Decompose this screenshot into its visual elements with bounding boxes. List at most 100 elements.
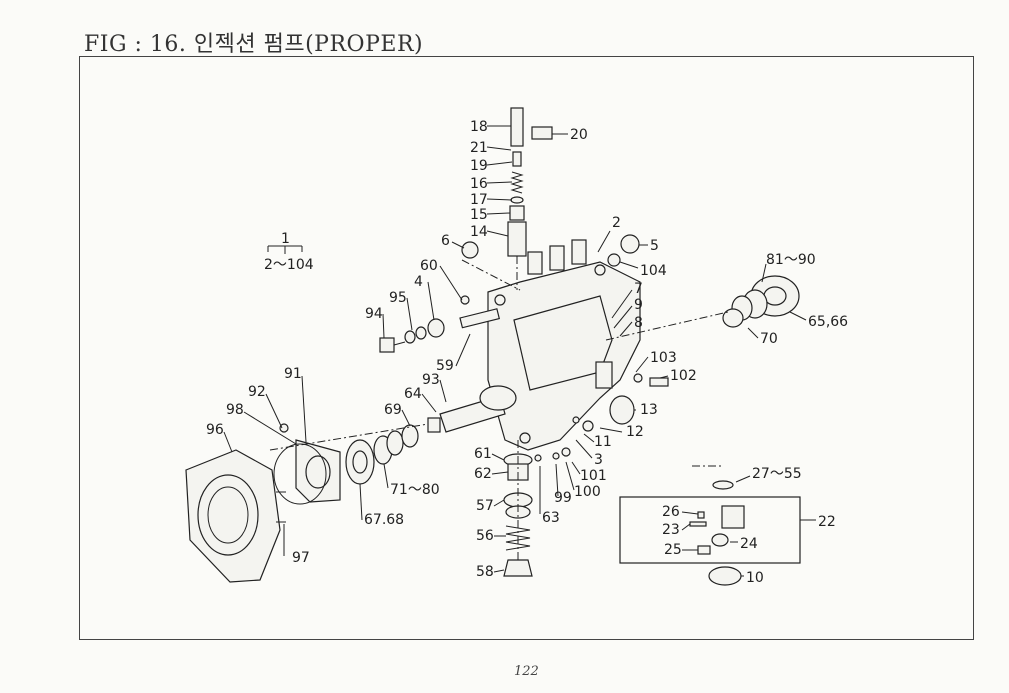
callout-label: 61	[474, 446, 492, 462]
assembly-number: 1	[281, 231, 290, 247]
callout-label: 67.68	[364, 512, 404, 528]
callout-leader-line	[613, 305, 633, 329]
callout-label: 100	[574, 484, 601, 500]
callout-leader-line	[735, 475, 751, 483]
callout-label: 69	[384, 402, 402, 418]
assembly-bracket	[267, 245, 303, 254]
callout-label: 102	[670, 368, 697, 384]
dash-dot-centerlines	[269, 259, 729, 560]
callout-label: 103	[650, 350, 677, 366]
bearing-and-seals	[345, 424, 419, 485]
callout-label: 16	[470, 176, 488, 192]
callout-label: 56	[476, 528, 494, 544]
callout-leader-line	[421, 393, 437, 413]
callout-label: 101	[580, 468, 607, 484]
diagram-frame	[79, 56, 974, 640]
callout-label: 99	[554, 490, 572, 506]
callout-leader-line	[555, 463, 559, 497]
callout-label: 26	[662, 504, 680, 520]
callout-label: 65,66	[808, 314, 848, 330]
callout-leader-line	[243, 411, 297, 445]
callout-label: 13	[640, 402, 658, 418]
callout-leader-line	[565, 461, 575, 491]
callout-leader-line	[439, 265, 463, 301]
callout-leader-line	[406, 297, 413, 331]
delivery-valve-stack	[507, 107, 527, 290]
callout-leader-line	[382, 313, 385, 339]
callout-leader-line	[575, 439, 593, 459]
callout-label: 7	[634, 281, 643, 297]
callout-leader-line	[599, 427, 623, 433]
callout-label: 58	[476, 564, 494, 580]
parts-kit-22-box	[619, 480, 801, 586]
page-number: 122	[514, 664, 539, 679]
callout-label: 2	[612, 215, 621, 231]
callout-leader-line	[383, 463, 389, 489]
callout-label: 71～80	[390, 482, 440, 498]
callout-leader-line	[583, 433, 595, 443]
callout-label: 8	[634, 315, 643, 331]
callout-label: 93	[422, 372, 440, 388]
callout-label: 57	[476, 498, 494, 514]
callout-label: 20	[570, 127, 588, 143]
camshaft	[427, 385, 517, 433]
callout-leader-line	[486, 146, 512, 151]
callout-label: 25	[664, 542, 682, 558]
callout-label: 10	[746, 570, 764, 586]
callout-leader-line	[571, 461, 581, 475]
figure-title: FIG : 16. 인젝션 펌프(PROPER)	[84, 32, 424, 57]
callout-leader-line	[265, 393, 283, 429]
callout-label: 92	[248, 384, 266, 400]
callout-label: 70	[760, 331, 778, 347]
callout-label: 6	[441, 233, 450, 249]
callout-label: 5	[650, 238, 659, 254]
callout-label: 24	[740, 536, 758, 552]
pump-housing	[487, 239, 641, 451]
callout-leader-line	[455, 333, 471, 367]
callout-label: 60	[420, 258, 438, 274]
callout-leader-line	[747, 327, 759, 339]
callout-leader-line	[761, 263, 767, 283]
callout-label: 15	[470, 207, 488, 223]
callout-leader-line	[493, 569, 505, 573]
callout-label: 4	[414, 274, 423, 290]
callout-leader-line	[486, 230, 509, 237]
callout-leader-line	[491, 471, 509, 475]
rings-81-90	[722, 275, 800, 328]
callout-label: 27～55	[752, 466, 802, 482]
callout-label: 9	[634, 297, 643, 313]
callout-label: 81～90	[766, 252, 816, 268]
governor-parts	[572, 361, 669, 432]
plunger-parts	[503, 447, 571, 577]
callout-label: 3	[594, 452, 603, 468]
callout-label: 63	[542, 510, 560, 526]
front-cover	[185, 449, 286, 583]
callout-leader-line	[681, 511, 699, 515]
callout-leader-line	[359, 483, 363, 521]
callout-label: 62	[474, 466, 492, 482]
callout-leader-line	[223, 431, 233, 453]
gasket-and-flange	[273, 423, 341, 505]
callout-leader-line	[619, 321, 633, 337]
callout-label: 23	[662, 522, 680, 538]
callout-label: 59	[436, 358, 454, 374]
callout-leader-line	[659, 375, 669, 379]
callout-label: 94	[365, 306, 383, 322]
assembly-range: 2～104	[264, 257, 314, 273]
callout-leader-line	[486, 198, 513, 201]
callout-leader-line	[301, 375, 307, 443]
fittings-6-and-5	[461, 234, 640, 267]
callout-leader-line	[635, 356, 649, 373]
callout-label: 95	[389, 290, 407, 306]
callout-label: 11	[594, 434, 612, 450]
callout-label: 104	[640, 263, 667, 279]
callout-leader-line	[611, 289, 633, 319]
callout-label: 21	[470, 140, 488, 156]
callout-label: 12	[626, 424, 644, 440]
callout-label: 96	[206, 422, 224, 438]
callout-label: 19	[470, 158, 488, 174]
fitting-20	[531, 126, 553, 140]
callout-leaders	[223, 125, 816, 577]
